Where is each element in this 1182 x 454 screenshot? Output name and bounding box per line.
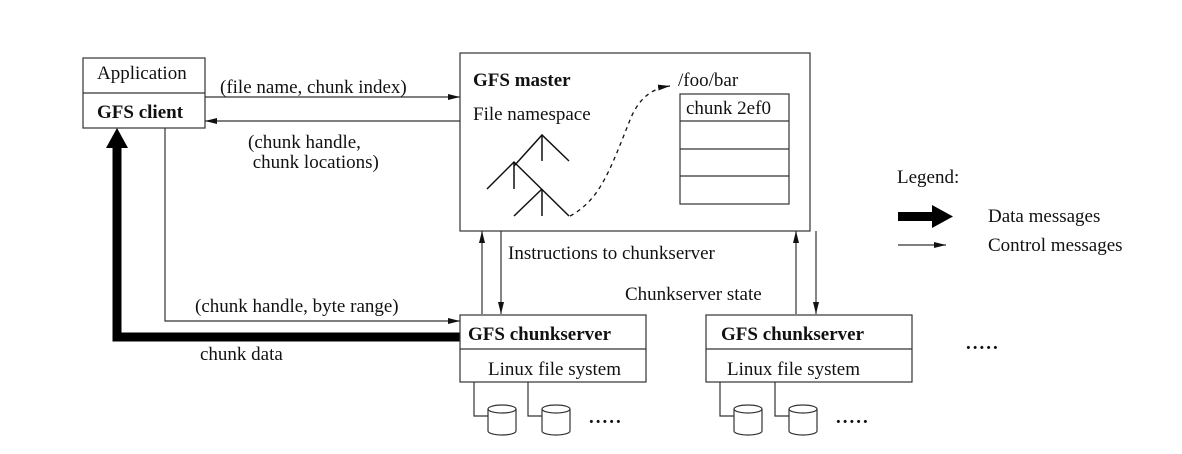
state-label: Chunkserver state [625,284,762,305]
chunk-data-arrowhead [106,128,128,148]
chunkserver-box-1 [459,314,647,417]
chunk-data-label: chunk data [200,344,283,365]
read-request-label: (chunk handle, byte range) [195,296,399,317]
chunkserver-1-title: GFS chunkserver [468,324,612,345]
gfs-client-label: GFS client [97,102,184,123]
chunk-table-header: chunk 2ef0 [686,98,771,119]
chunk-table [679,93,790,205]
chunkserver-box-2 [705,314,913,417]
disk-icon [487,404,517,436]
legend-title: Legend: [897,167,960,188]
chunkserver-2-title: GFS chunkserver [721,324,865,345]
namespace-label: File namespace [473,104,591,125]
read-request-arrow [164,128,460,324]
namespace-tree-icon [486,133,570,217]
namespace-to-file-arrow [569,84,671,217]
chunkserver-1-more-disks: ..... [589,407,623,428]
disk-icon [788,404,818,436]
request-message-label: (file name, chunk index) [220,77,407,98]
chunk-data-arrow [112,148,460,342]
application-label: Application [97,63,187,84]
file-path-label: /foo/bar [678,70,739,91]
reply-message-line2: chunk locations) [248,152,379,173]
chunkserver-2-more-disks: ..... [836,407,870,428]
legend-control-label: Control messages [988,235,1123,256]
instructions-label: Instructions to chunkserver [508,243,715,264]
master-box [459,52,811,232]
chunkserver-1-fs-label: Linux file system [488,359,621,380]
legend-data-arrow-icon [898,205,953,228]
client-box [82,57,206,129]
disk-icon [733,404,763,436]
chunkserver-2-fs-label: Linux file system [727,359,860,380]
more-chunkservers: ..... [966,333,1000,354]
reply-message-line1: (chunk handle, [248,132,361,153]
disk-icon [541,404,571,436]
master-title: GFS master [473,70,571,91]
legend-data-label: Data messages [988,206,1101,227]
